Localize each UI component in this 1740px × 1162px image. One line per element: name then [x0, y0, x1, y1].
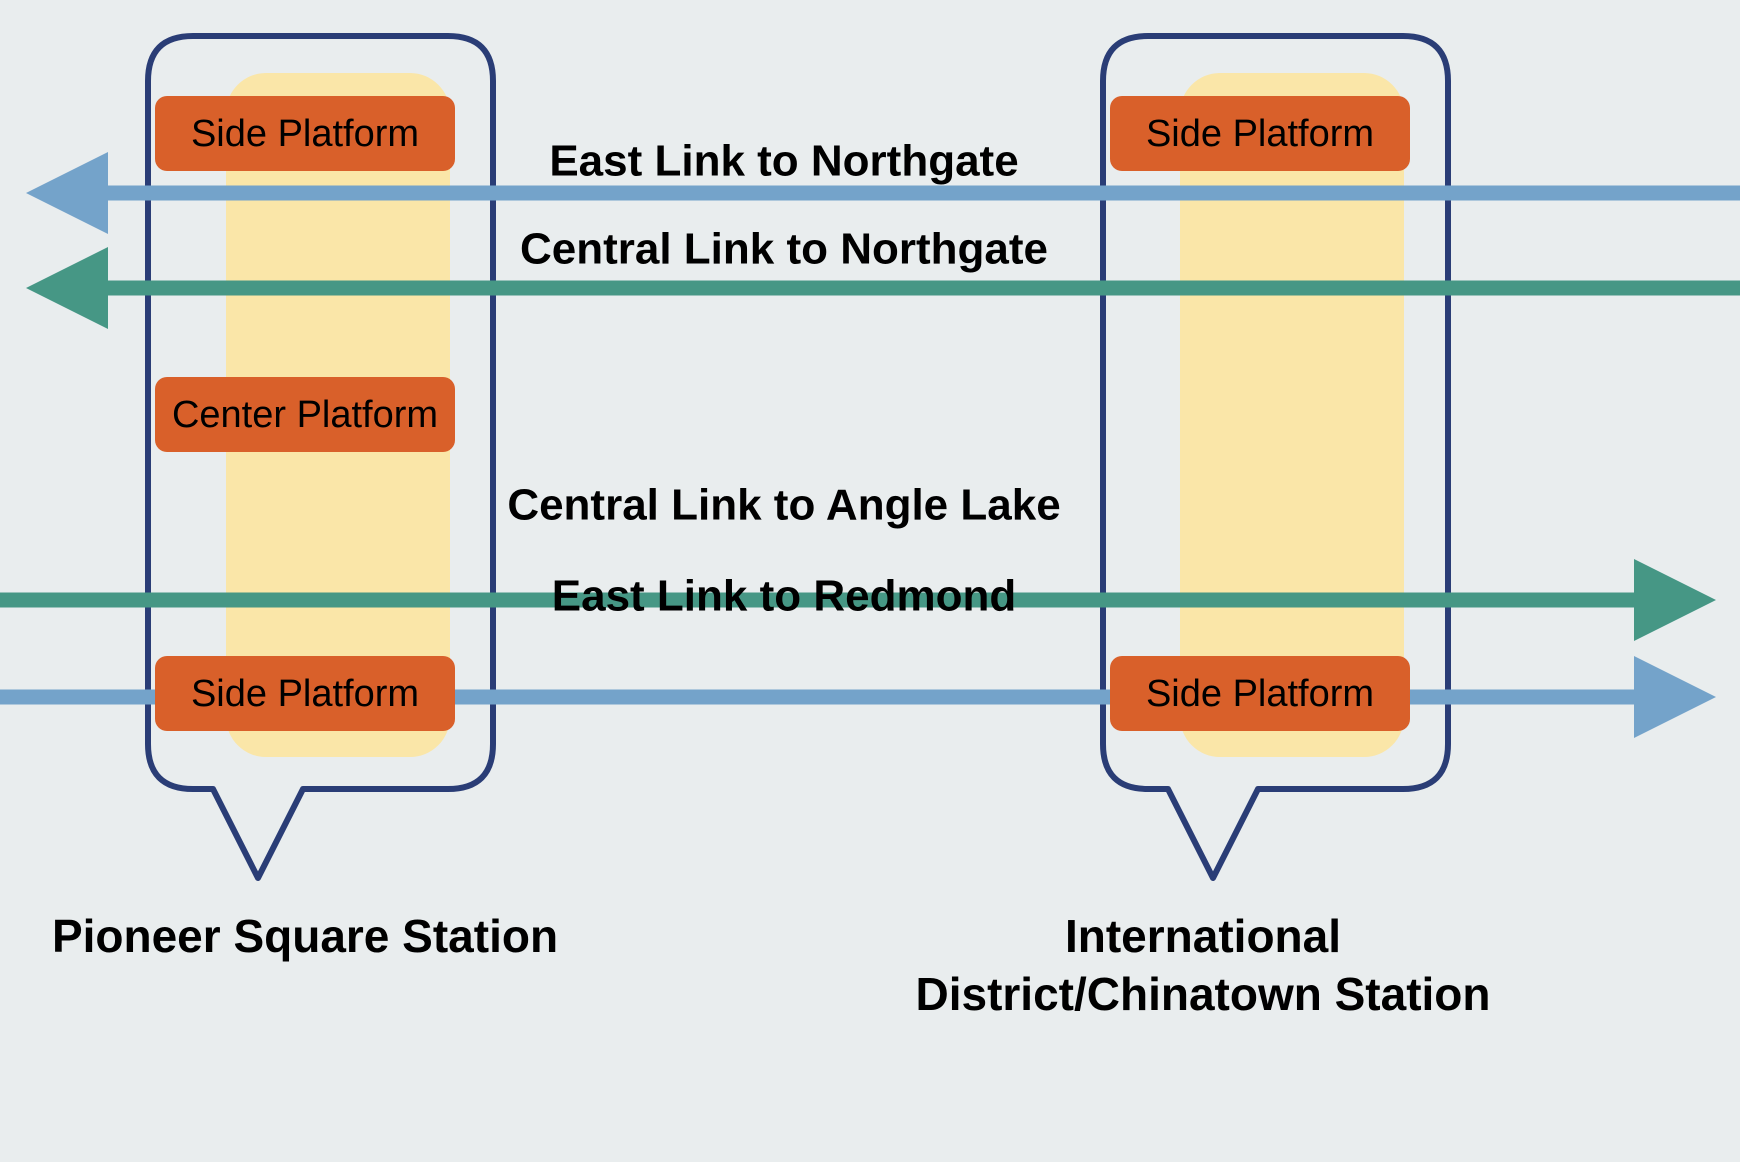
station-outline-pioneer-square — [145, 33, 496, 881]
line-label-east-link-redmond: East Link to Redmond — [552, 572, 1016, 621]
platform-label: Side Platform — [191, 673, 419, 715]
station-international-district-chinatown[interactable] — [1100, 33, 1451, 881]
platform-international-district-south-side[interactable]: Side Platform — [1110, 656, 1410, 731]
platform-label: Side Platform — [191, 113, 419, 155]
platform-label: Center Platform — [172, 394, 438, 436]
platform-pioneer-square-north-side[interactable]: Side Platform — [155, 96, 455, 171]
station-name-international-district-line1: International — [1065, 910, 1341, 962]
arrowhead-east-east-link-redmond — [1634, 656, 1716, 738]
platform-box — [1110, 656, 1410, 731]
line-central-link-northgate[interactable] — [26, 247, 1740, 329]
arrowhead-east-central-link-angle-lake — [1634, 559, 1716, 641]
platform-international-district-north-side[interactable]: Side Platform — [1110, 96, 1410, 171]
platform-box — [155, 96, 455, 171]
station-outline-international-district — [1100, 33, 1451, 881]
line-label-central-link-northgate: Central Link to Northgate — [520, 225, 1048, 274]
platform-box — [155, 377, 455, 452]
platform-label: Side Platform — [1146, 673, 1374, 715]
arrowhead-west-central-link-northgate — [26, 247, 108, 329]
concourse-column-international-district — [1180, 73, 1404, 757]
line-central-link-angle-lake[interactable] — [0, 559, 1716, 641]
arrowhead-west-east-link-northgate — [26, 152, 108, 234]
line-label-central-link-angle-lake: Central Link to Angle Lake — [507, 481, 1060, 530]
platform-box — [1110, 96, 1410, 171]
platform-pioneer-square-south-side[interactable]: Side Platform — [155, 656, 455, 731]
platform-pioneer-square-center[interactable]: Center Platform — [155, 377, 455, 452]
station-name-international-district-line2: District/Chinatown Station — [916, 968, 1491, 1020]
line-east-link-northgate[interactable] — [26, 152, 1740, 234]
station-name-pioneer-square: Pioneer Square Station — [52, 910, 558, 962]
platform-label: Side Platform — [1146, 113, 1374, 155]
platform-box — [155, 656, 455, 731]
line-label-east-link-northgate: East Link to Northgate — [549, 137, 1018, 186]
